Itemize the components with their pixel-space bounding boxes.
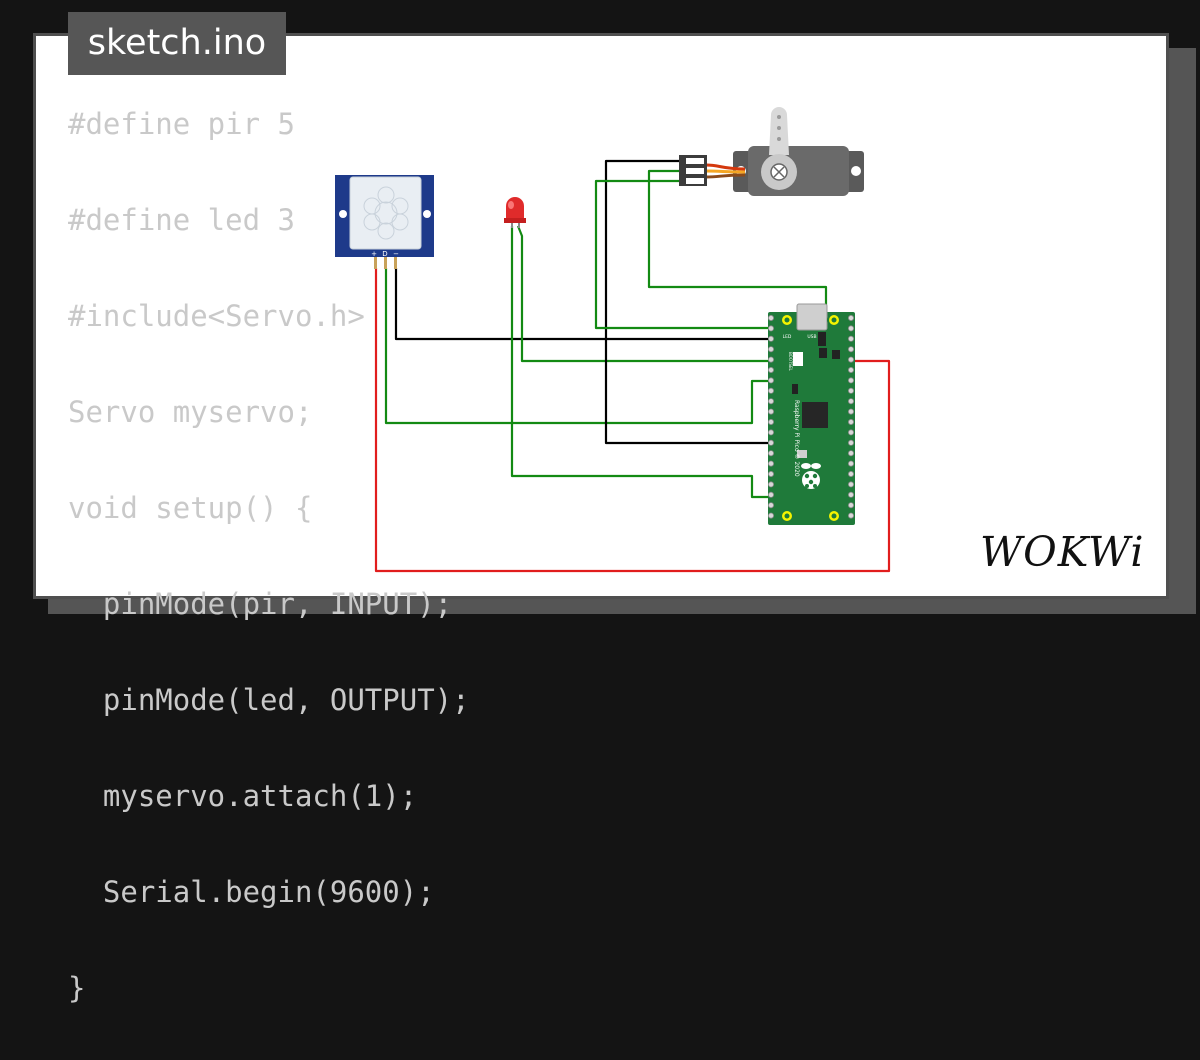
pico-pin[interactable] xyxy=(768,450,775,457)
wire-red[interactable] xyxy=(374,268,891,573)
code-line: } xyxy=(68,971,86,1005)
pico-pin[interactable] xyxy=(768,460,775,467)
pico-pin[interactable] xyxy=(768,335,775,342)
file-tab-sketch[interactable]: sketch.ino xyxy=(68,12,286,75)
pir-pin-label: − xyxy=(393,250,399,258)
wire-black-pir[interactable] xyxy=(394,268,771,341)
pico-pin[interactable] xyxy=(848,512,855,519)
pico-pin[interactable] xyxy=(848,356,855,363)
code-line: pinMode(pir, INPUT); xyxy=(68,587,453,621)
pico-pin[interactable] xyxy=(768,429,775,436)
pir-sensor[interactable]: + D − xyxy=(335,175,434,269)
diagram-canvas xyxy=(33,33,1169,599)
wire-green-servo-1[interactable] xyxy=(594,179,771,330)
pico-pin[interactable] xyxy=(848,398,855,405)
code-line: #define led 3 xyxy=(68,203,295,237)
pico-pin[interactable] xyxy=(848,429,855,436)
code-line: pinMode(led, OUTPUT); xyxy=(68,683,470,717)
pico-pin[interactable] xyxy=(848,418,855,425)
pico-pin[interactable] xyxy=(768,502,775,509)
raspberry-pi-pico[interactable]: LED USB BOOTSEL Raspberry Pi Pico © 2020 xyxy=(768,303,855,525)
code-line: #include<Servo.h> xyxy=(68,299,365,333)
pico-pin[interactable] xyxy=(848,450,855,457)
pico-pin[interactable] xyxy=(768,439,775,446)
pico-pin[interactable] xyxy=(848,460,855,467)
pico-pin[interactable] xyxy=(848,366,855,373)
wire-green-pir[interactable] xyxy=(384,268,771,425)
pico-pin[interactable] xyxy=(848,346,855,353)
pico-pin[interactable] xyxy=(768,481,775,488)
pico-pin[interactable] xyxy=(768,470,775,477)
pico-pin[interactable] xyxy=(848,325,855,332)
pir-pin-label: D xyxy=(382,250,387,258)
pico-pin[interactable] xyxy=(768,408,775,415)
wokwi-logo: WOKWi xyxy=(980,528,1144,576)
pico-pin[interactable] xyxy=(848,387,855,394)
pico-pin[interactable] xyxy=(768,325,775,332)
pico-pin[interactable] xyxy=(768,387,775,394)
pico-pin-strip-right xyxy=(848,314,855,519)
wire-green-led-1[interactable] xyxy=(510,226,771,499)
red-led[interactable] xyxy=(504,197,526,228)
pico-pin[interactable] xyxy=(768,377,775,384)
pico-pin[interactable] xyxy=(768,491,775,498)
pico-pin[interactable] xyxy=(848,491,855,498)
pico-pin[interactable] xyxy=(848,314,855,321)
pico-pin[interactable] xyxy=(768,346,775,353)
circuit-diagram: + D − xyxy=(335,107,891,573)
pico-pin[interactable] xyxy=(848,335,855,342)
pico-pin[interactable] xyxy=(768,366,775,373)
code-line: Servo myservo; xyxy=(68,395,313,429)
pico-pin[interactable] xyxy=(768,398,775,405)
wire-black-servo[interactable] xyxy=(604,159,771,445)
pico-board-name: Raspberry Pi Pico © 2020 xyxy=(793,400,800,477)
pico-pin[interactable] xyxy=(768,512,775,519)
pico-bootsel-label: BOOTSEL xyxy=(788,352,793,371)
pico-pin[interactable] xyxy=(848,408,855,415)
code-line: void setup() { xyxy=(68,491,313,525)
pico-pin[interactable] xyxy=(848,470,855,477)
pico-pin[interactable] xyxy=(848,481,855,488)
code-line: Serial.begin(9600); xyxy=(68,875,435,909)
servo-motor[interactable] xyxy=(679,107,864,196)
wire-green-servo-2[interactable] xyxy=(647,169,828,319)
pico-pin-strip-left xyxy=(768,314,775,519)
pico-pin[interactable] xyxy=(768,314,775,321)
pico-pin[interactable] xyxy=(848,502,855,509)
code-line: #define pir 5 xyxy=(68,107,295,141)
code-line: myservo.attach(1); xyxy=(68,779,418,813)
pir-pin-label: + xyxy=(371,250,377,258)
pico-led-label: LED xyxy=(783,334,792,340)
pico-pin[interactable] xyxy=(848,377,855,384)
wire-green-led-2[interactable] xyxy=(516,225,771,363)
pico-pin[interactable] xyxy=(768,418,775,425)
pico-usb-label: USB xyxy=(807,334,816,340)
pico-pin[interactable] xyxy=(768,356,775,363)
wokwi-logo-text: WOKWi xyxy=(980,528,1144,576)
pico-pin[interactable] xyxy=(848,439,855,446)
